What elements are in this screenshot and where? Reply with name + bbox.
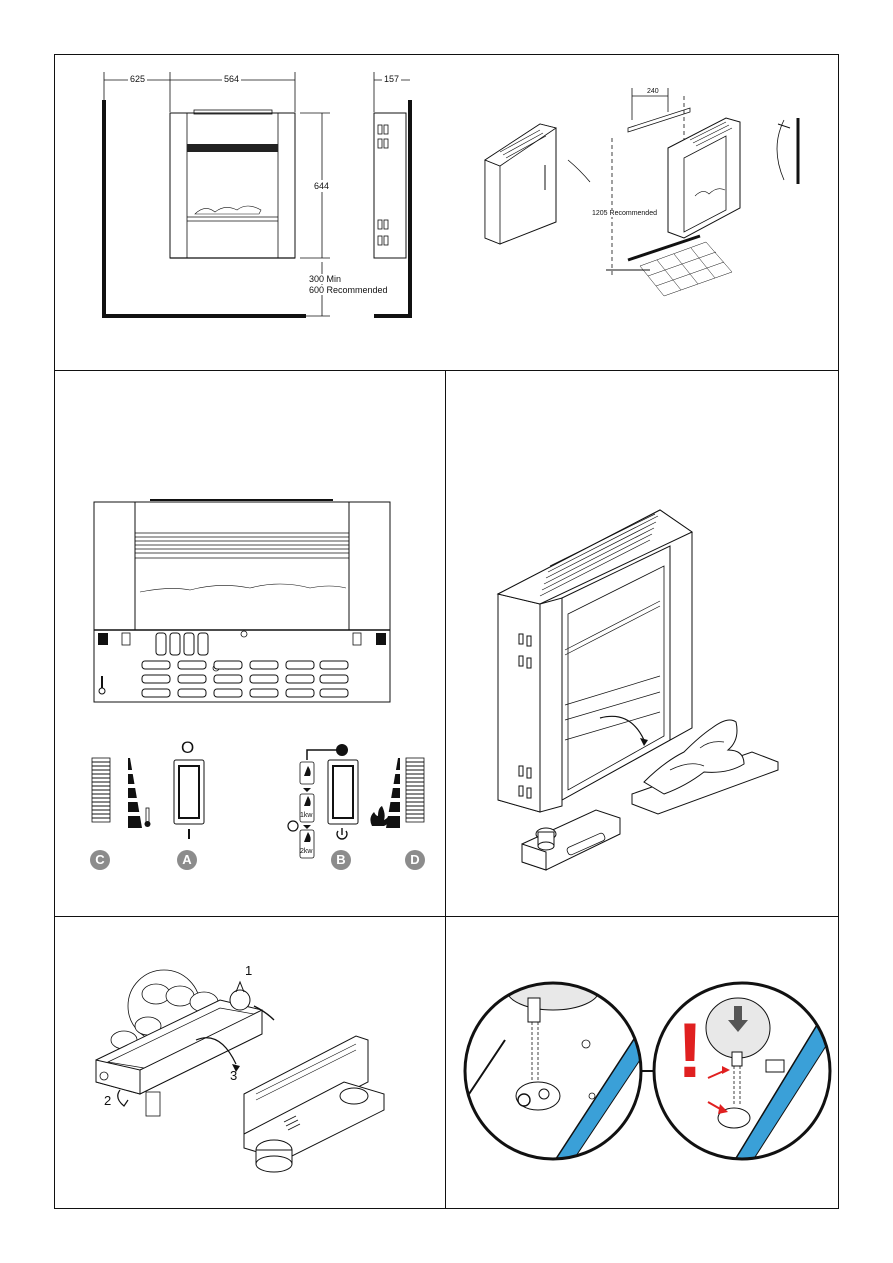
step-1-label: 1 [245,963,253,978]
badge-d: D [405,850,425,870]
warning-icon: ! [677,1006,703,1094]
badge-a: A [177,850,197,870]
step-3-label: 3 [230,1068,238,1083]
control-panel-drawing [91,499,425,859]
off-symbol: O [181,738,195,757]
heat-high-label: 2kw [300,848,313,855]
dimensions-drawing [102,72,800,318]
dim-fire-width: 564 [222,74,242,84]
dim-left-clearance: 625 [128,74,148,84]
dim-depth: 157 [382,74,402,84]
dim-height: 644 [314,180,330,192]
badge-c: C [90,850,110,870]
heat-low-label: 1kw [300,812,313,819]
badge-b: B [331,850,351,870]
dim-bottom-min: 300 Min [309,274,342,284]
dim-bottom-recommended: 600 Recommended [309,285,388,295]
dim-mount-height: 1205 Recommended [592,210,657,217]
fuel-bed-drawing [496,509,779,871]
step-2-label: 2 [104,1093,112,1108]
dim-bracket-width: 240 [647,88,659,95]
